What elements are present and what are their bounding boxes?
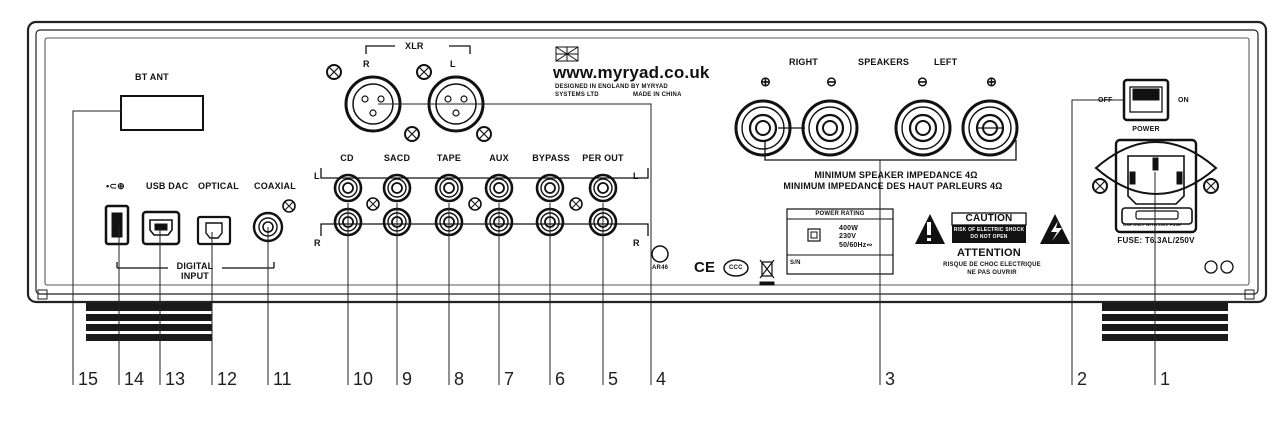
bt-ant-label: BT ANT <box>135 72 169 82</box>
cd-label: CD <box>340 153 354 163</box>
callout-number: 3 <box>885 369 896 389</box>
left-label: LEFT <box>934 57 958 67</box>
per-out-label: PER OUT <box>582 153 624 163</box>
rca-jack <box>333 173 363 203</box>
xlr-connector-left <box>416 64 492 142</box>
caution-label <box>915 212 1070 244</box>
risk-line-2: DO NOT OPEN <box>970 234 1008 240</box>
uk-flag-icon <box>555 46 579 62</box>
xlr-l-label: L <box>450 59 456 69</box>
rca-r-right-label: R <box>633 238 640 248</box>
power-label: POWER <box>1132 126 1160 133</box>
impedance-label-2: MINIMUM IMPEDANCE DES HAUT PARLEURS 4Ω <box>783 181 1003 191</box>
optical-port <box>196 215 232 246</box>
callout-number: 8 <box>454 369 465 389</box>
tape-label: TAPE <box>436 153 462 163</box>
ar46-label: AR46 <box>652 265 669 271</box>
xlr-connector-right <box>326 64 420 142</box>
callout-number: 7 <box>504 369 515 389</box>
risque-line-2: NE PAS OUVRIR <box>967 270 1017 276</box>
power-switch <box>1122 78 1170 122</box>
coaxial-jack <box>252 199 296 243</box>
right-minus-label: ⊖ <box>826 74 838 89</box>
risk-line-1: RISK OF ELECTRIC SHOCK <box>953 227 1025 233</box>
rca-r-left-label: R <box>314 238 321 248</box>
rca-jack <box>434 173 464 203</box>
rca-l-left-label: L <box>314 171 320 181</box>
right-label: RIGHT <box>789 57 818 67</box>
left-plus-label: ⊕ <box>986 74 998 89</box>
callout-number: 11 <box>273 369 292 389</box>
bt-antenna-port <box>120 95 204 131</box>
optical-label: OPTICAL <box>198 181 239 191</box>
attention-title: ATTENTION <box>957 247 1021 259</box>
volts-label: 230V <box>839 233 857 240</box>
power-rating-box <box>786 208 894 275</box>
rca-jack <box>484 173 514 203</box>
callout-number: 12 <box>217 369 238 389</box>
speakers-label: SPEAKERS <box>858 57 910 67</box>
xlr-r-label: R <box>363 59 370 69</box>
coaxial-label: COAXIAL <box>254 181 296 191</box>
bypass-label: BYPASS <box>532 153 570 163</box>
usb-dac-label: USB DAC <box>146 181 189 191</box>
sacd-label: SACD <box>383 153 411 163</box>
impedance-label-1: MINIMUM SPEAKER IMPEDANCE 4Ω <box>814 170 978 180</box>
xlr-label: XLR <box>405 41 424 51</box>
serial-number-label: S/N <box>790 260 801 266</box>
power-rating-label: POWER RATING <box>815 211 865 217</box>
usb-b-port <box>141 210 181 246</box>
on-label: ON <box>1178 97 1189 104</box>
right-plus-label: ⊕ <box>760 74 772 89</box>
risque-line-1: RISQUE DE CHOC ELECTRIQUE <box>943 262 1041 268</box>
watts-label: 400W <box>839 225 859 232</box>
fuse-label: FUSE: T6.3AL/250V <box>1117 236 1195 245</box>
callout-number: 5 <box>608 369 619 389</box>
rca-l-right-label: L <box>633 171 639 181</box>
ccc-mark: CCC <box>729 265 743 271</box>
left-minus-label: ⊖ <box>917 74 929 89</box>
ce-mark: CE <box>694 259 716 276</box>
compliance-marks <box>651 245 1234 286</box>
callout-lines <box>72 99 1156 385</box>
binding-post <box>801 99 859 157</box>
callout-number: 9 <box>402 369 413 389</box>
chassis <box>26 20 1268 304</box>
usb-a-port <box>104 204 130 246</box>
digital-input-label-1: DIGITAL <box>176 261 214 271</box>
binding-post <box>961 99 1019 157</box>
aux-label: AUX <box>489 153 509 163</box>
callout-number: 10 <box>353 369 374 389</box>
binding-post <box>734 99 792 157</box>
rca-row-right <box>320 223 649 236</box>
usb-symbol-label: •⊂⊕ <box>106 181 125 191</box>
website-label: www.myryad.co.uk <box>553 63 710 82</box>
digital-input-label-2: INPUT <box>181 271 209 281</box>
rca-jack <box>382 173 412 203</box>
callout-number: 6 <box>555 369 566 389</box>
callout-number: 4 <box>656 369 667 389</box>
callout-number: 14 <box>124 369 145 389</box>
made-in-label: MADE IN CHINA <box>633 92 682 98</box>
rca-jack <box>588 173 618 203</box>
speaker-binding-posts <box>734 99 1019 157</box>
callout-number: 15 <box>78 369 99 389</box>
rca-row-left <box>320 168 649 179</box>
foot-left <box>86 303 212 341</box>
iec-power-inlet <box>1092 138 1219 234</box>
designed-line-1: DESIGNED IN ENGLAND BY MYRYAD <box>555 84 668 90</box>
hz-label: 50/60Hz∾ <box>839 242 873 249</box>
binding-post <box>894 99 952 157</box>
designed-line-2: SYSTEMS LTD <box>555 92 599 98</box>
fuse-note-label: USE ONLY WITH 250V FUSE <box>1123 222 1182 227</box>
rca-jack <box>535 173 565 203</box>
rca-screws <box>366 197 583 211</box>
foot-right <box>1102 303 1228 341</box>
callout-number: 13 <box>165 369 186 389</box>
callout-number: 2 <box>1077 369 1088 389</box>
callout-number: 1 <box>1160 369 1171 389</box>
off-label: OFF <box>1098 97 1113 104</box>
caution-title: CAUTION <box>965 213 1013 224</box>
